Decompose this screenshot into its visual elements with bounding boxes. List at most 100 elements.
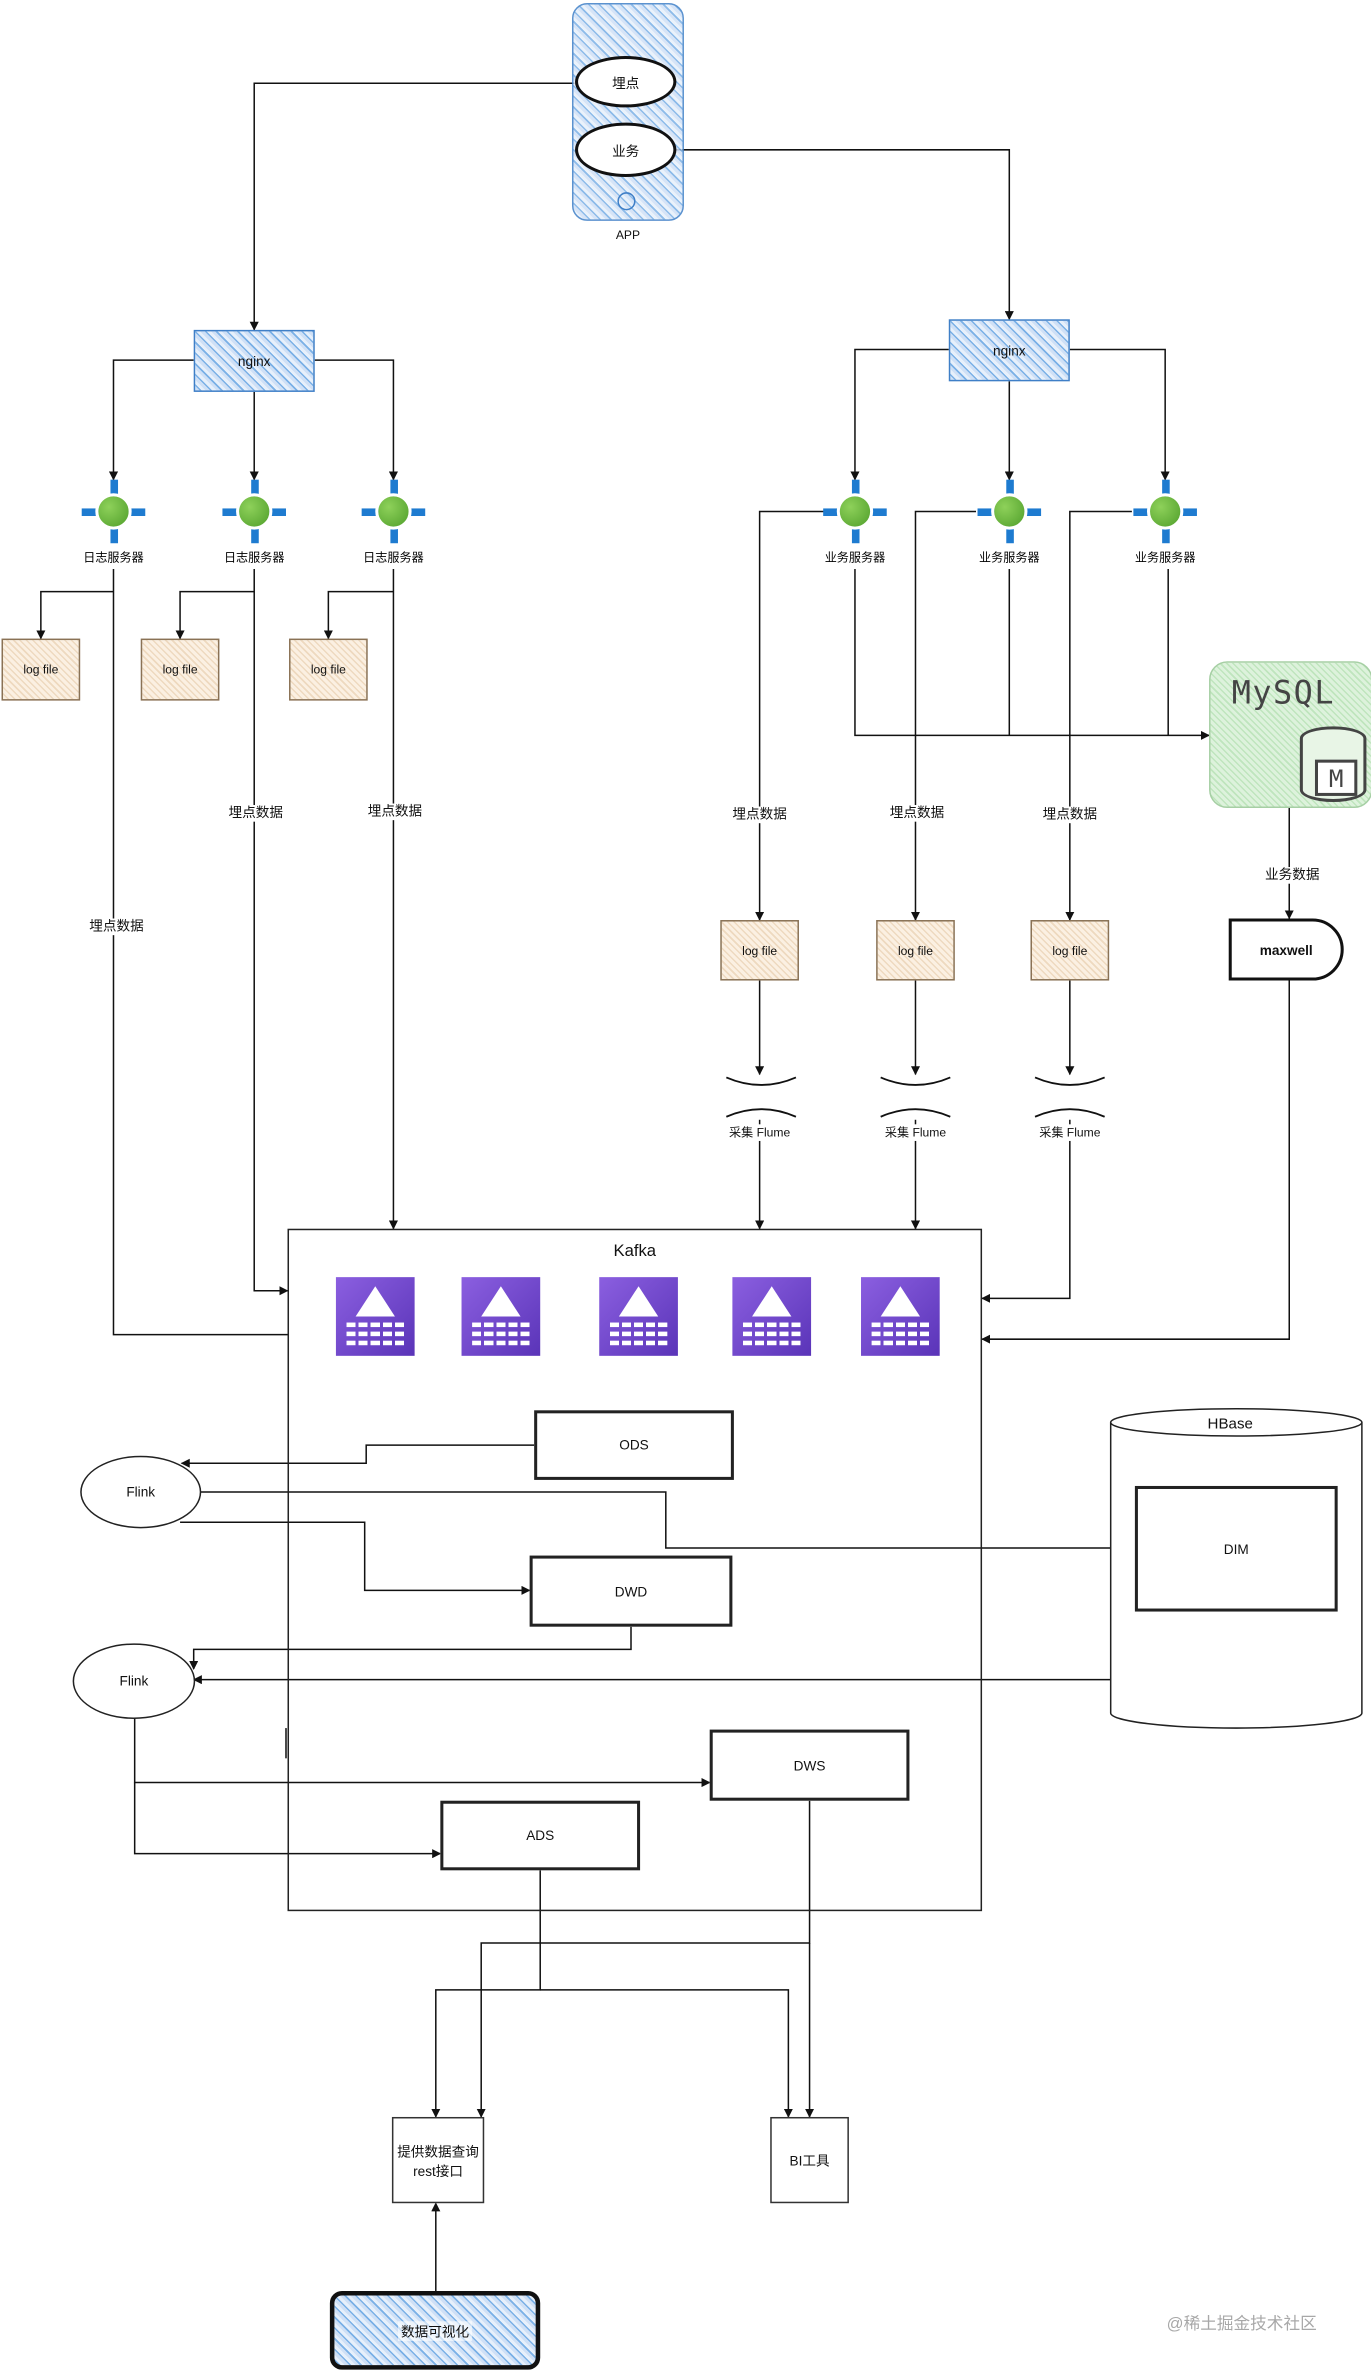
log-server-1-label: 日志服务器	[83, 550, 144, 565]
edge-flume-3-kafka	[981, 1119, 1071, 1303]
flume-1-icon	[725, 1076, 797, 1118]
biz-server-2-label: 业务服务器	[979, 550, 1040, 565]
kafka-topic-4-icon	[732, 1277, 812, 1356]
maxwell-label: maxwell	[1259, 941, 1313, 958]
flume-2-label: 采集 Flume	[883, 1124, 948, 1141]
right-log-file-1-label: log file	[742, 943, 778, 958]
bi-tool-label: BI工具	[789, 2153, 830, 2169]
flume-1-label: 采集 Flume	[727, 1124, 792, 1141]
nginx-left: nginx	[193, 329, 315, 392]
dws-label: DWS	[793, 1757, 826, 1773]
kafka-topic-5-icon	[861, 1277, 940, 1356]
app-label: APP	[614, 226, 642, 244]
flume-3-icon	[1034, 1076, 1105, 1118]
rest-api-line-1: 提供数据查询	[397, 2143, 479, 2159]
edge-ads-rest	[431, 1870, 541, 2118]
app-business-button[interactable]: 业务	[575, 122, 677, 178]
flink-2: Flink	[72, 1643, 196, 1719]
flume-2-icon	[880, 1076, 951, 1118]
edge-nginx-left-server-1	[108, 359, 194, 481]
edge-label-bury-data-3: 埋点数据	[366, 803, 424, 821]
biz-server-3-label: 业务服务器	[1134, 550, 1196, 565]
ods-layer: ODS	[534, 1410, 734, 1480]
dim-label: DIM	[1223, 1541, 1249, 1557]
edge-flink-1-dim	[199, 1491, 1136, 1553]
edge-server-1-logfile	[36, 590, 114, 640]
edge-label-bury-data-4: 埋点数据	[730, 806, 789, 824]
log-server-2-label: 日志服务器	[223, 550, 285, 565]
maxwell-node: maxwell	[1228, 918, 1344, 981]
watermark: @稀土掘金技术社区	[1166, 2315, 1317, 2334]
log-server-3-icon	[361, 479, 426, 544]
visualization-node: 数据可视化	[329, 2290, 541, 2370]
kafka-container: Kafka	[287, 1228, 983, 1912]
mysql-badge: M	[1328, 763, 1344, 793]
right-log-file-2: log file	[876, 920, 955, 981]
nginx-right-label: nginx	[993, 342, 1026, 358]
left-log-file-2: log file	[140, 638, 220, 701]
edge-label-bury-data-6: 埋点数据	[1041, 806, 1099, 824]
dwd-layer: DWD	[529, 1555, 733, 1627]
edge-label-bury-data-2: 埋点数据	[226, 805, 285, 822]
left-log-file-2-label: log file	[162, 662, 198, 677]
edge-biz-3-logfile	[1065, 510, 1132, 921]
flink-2-label: Flink	[119, 1673, 149, 1689]
bi-tool-node: BI工具	[770, 2116, 849, 2204]
edge-server-2-logfile	[175, 590, 255, 640]
edge-label-business-data: 业务数据	[1263, 867, 1322, 884]
hbase-label: HBase	[1207, 1416, 1253, 1434]
ads-label: ADS	[526, 1827, 555, 1844]
ods-label: ODS	[619, 1437, 649, 1453]
flume-3-label: 采集 Flume	[1037, 1124, 1102, 1141]
edge-server-3-logfile	[323, 590, 394, 640]
app-phone	[571, 3, 684, 221]
nginx-right: nginx	[948, 319, 1070, 382]
edge-maxwell-kafka	[981, 980, 1291, 1344]
rest-api-node: 提供数据查询 rest接口	[391, 2116, 485, 2204]
mysql-database: MySQL M	[1209, 661, 1371, 809]
nginx-left-label: nginx	[237, 353, 271, 369]
left-log-file-3: log file	[289, 638, 368, 701]
left-log-file-1: log file	[1, 638, 81, 701]
edges	[36, 82, 1294, 2291]
dwd-label: DWD	[614, 1583, 648, 1599]
edge-label-bury-data-5: 埋点数据	[888, 805, 946, 822]
app-business-label: 业务	[612, 142, 640, 159]
mysql-cylinder-icon: M	[1299, 726, 1367, 802]
edge-nginx-right-server-3	[1069, 348, 1170, 481]
ads-layer: ADS	[440, 1800, 641, 1871]
edge-nginx-left-server-3	[314, 359, 398, 481]
edge-flink-1-dwd	[180, 1521, 531, 1595]
left-log-file-1-label: log file	[23, 662, 59, 677]
app-home-icon	[617, 192, 636, 211]
mysql-badge-box: M	[1314, 759, 1358, 796]
right-log-file-1: log file	[720, 920, 799, 981]
edge-server-2-kafka	[253, 568, 289, 1296]
edge-dwd-flink-2	[189, 1626, 632, 1670]
log-server-3-label: 日志服务器	[363, 550, 424, 565]
kafka-label: Kafka	[613, 1242, 657, 1261]
edge-server-1-kafka	[112, 568, 288, 1336]
edge-ads-bi	[540, 1989, 793, 2118]
right-log-file-3-label: log file	[1052, 943, 1088, 958]
log-server-1-icon	[81, 479, 146, 544]
flink-1-label: Flink	[126, 1484, 156, 1500]
kafka-topic-1-icon	[335, 1277, 415, 1356]
edge-bury-to-nginx-left	[249, 82, 577, 331]
edge-biz-1-logfile	[755, 510, 825, 921]
biz-server-2-icon	[977, 479, 1042, 544]
log-server-2-icon	[222, 479, 286, 544]
edge-business-to-nginx-right	[676, 149, 1014, 321]
biz-server-1-icon	[823, 479, 887, 544]
app-bury-button[interactable]: 埋点	[575, 55, 677, 108]
edge-biz-1-mysql	[854, 568, 1210, 740]
biz-server-1-label: 业务服务器	[824, 550, 886, 565]
kafka-topic-3-icon	[599, 1277, 678, 1356]
edge-label-bury-data-1: 埋点数据	[87, 918, 146, 936]
right-log-file-3: log file	[1030, 920, 1110, 981]
edge-ods-flink-1	[180, 1444, 535, 1468]
edge-nginx-right-server-1	[850, 348, 949, 481]
edge-flink-2-ads	[133, 1782, 442, 1859]
